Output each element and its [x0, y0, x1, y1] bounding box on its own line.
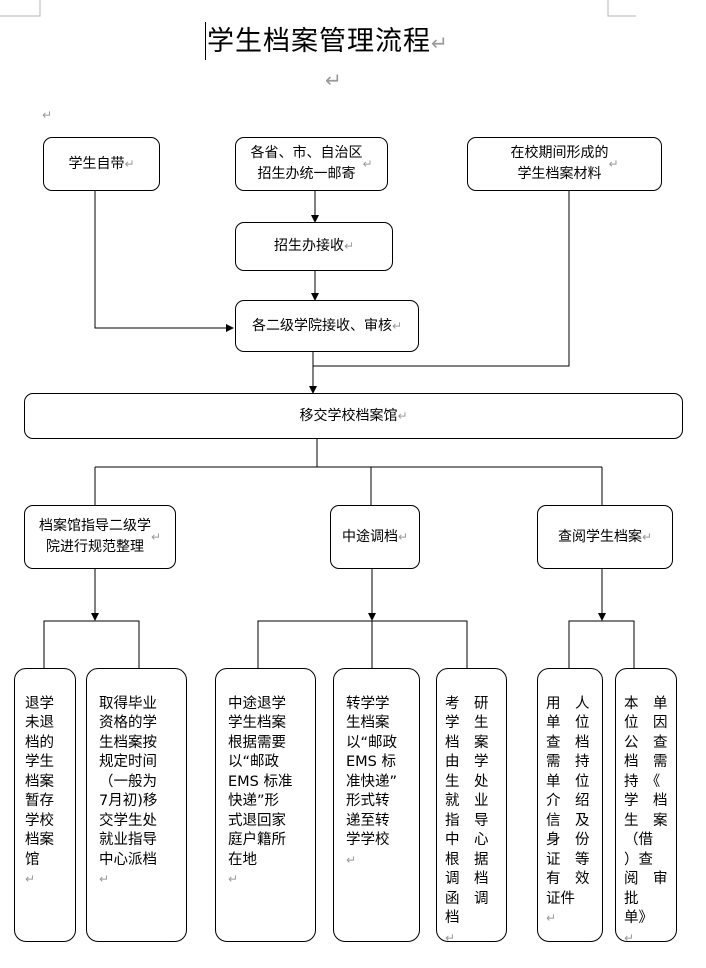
paragraph-mark: ↵ — [431, 31, 449, 55]
leaf-employer-consult-text: 用 人 单 位 查 档 需 持 单 位 介 绍 信 及 身 份 证 等 有 效 … — [546, 695, 590, 907]
leaf-midway-dropout[interactable]: 中途退学 学生档案 根据需要 以“邮政 EMS 标准 快递”形 式退回家 庭户籍… — [215, 668, 316, 942]
page-title[interactable]: 学生档案管理流程↵ — [207, 24, 449, 61]
midway-transfer-box[interactable]: 中途调档↵ — [330, 505, 420, 569]
paragraph-mark: ↵ — [99, 872, 110, 886]
school-materials-label: 在校期间形成的 学生档案材料 — [510, 145, 609, 182]
leaf-transfer-school-text: 转学学 生档案 以“邮政 EMS 标 准快递” 形式转 递至转 学学校 — [346, 695, 398, 849]
paragraph-mark: ↵ — [343, 239, 355, 253]
leaf-graduate-exam-text: 考 研 学 生 档 案 由 学 生 处 就 业 指 导 中 心 根 据 调 档 … — [445, 695, 489, 927]
paragraph-mark: ↵ — [124, 156, 135, 171]
archive-guidance-box[interactable]: 档案馆指导二级学 院进行规范整理↵ — [24, 505, 176, 569]
admissions-receive-box[interactable]: 招生办接收↵ — [235, 222, 393, 271]
paragraph-mark: ↵ — [641, 529, 653, 544]
paragraph-mark: ↵ — [150, 529, 162, 544]
paragraph-mark: ↵ — [25, 872, 36, 886]
archive-transfer-label: 移交学校档案馆 — [299, 407, 398, 424]
leaf-graduate-dispatch[interactable]: 取得毕业 资格的学 生档案按 规定时间 （一般为 7月初)移 交学生处 就业指导… — [86, 668, 187, 942]
leaf-employer-consult[interactable]: 用 人 单 位 查 档 需 持 单 位 介 绍 信 及 身 份 证 等 有 效 … — [537, 668, 603, 942]
archive-transfer-box[interactable]: 移交学校档案馆↵ — [24, 393, 683, 439]
paragraph-mark: ↵ — [362, 156, 373, 171]
consult-archive-box[interactable]: 查阅学生档案↵ — [537, 505, 673, 569]
paragraph-mark: ↵ — [42, 108, 53, 122]
paragraph-mark: ↵ — [228, 872, 239, 886]
leaf-dropout-archive-text: 退学 未退 档的 学生 档案 暂存 学校 档案 馆 — [25, 695, 54, 868]
self-carry-label: 学生自带 — [68, 155, 125, 172]
paragraph-mark: ↵ — [608, 156, 619, 171]
paragraph-mark: ↵ — [546, 911, 557, 925]
page-corner-mark-left — [0, 0, 41, 17]
admissions-receive-label: 招生办接收 — [273, 238, 344, 254]
leaf-internal-consult-text: 本 单 位 因 公 查 档 需 持 《 学 档 生 案 （借 ）查 阅 审 批 … — [624, 695, 668, 927]
leaf-dropout-archive[interactable]: 退学 未退 档的 学生 档案 暂存 学校 档案 馆 ↵ — [14, 668, 76, 942]
paragraph-mark: ↵ — [325, 68, 342, 92]
leaf-midway-dropout-text: 中途退学 学生档案 根据需要 以“邮政 EMS 标准 快递”形 式退回家 庭户籍… — [228, 695, 293, 868]
school-materials-box[interactable]: 在校期间形成的 学生档案材料↵ — [467, 137, 662, 191]
college-review-label: 各二级学院接收、审核 — [251, 317, 392, 334]
paragraph-mark: ↵ — [397, 529, 409, 544]
paragraph-mark: ↵ — [624, 930, 635, 945]
archive-guidance-label: 档案馆指导二级学 院进行规范整理 — [38, 518, 151, 555]
leaf-graduate-dispatch-text: 取得毕业 资格的学 生档案按 规定时间 （一般为 7月初)移 交学生处 就业指导… — [99, 695, 158, 868]
consult-archive-label: 查阅学生档案 — [557, 528, 642, 545]
leaf-transfer-school[interactable]: 转学学 生档案 以“邮政 EMS 标 准快递” 形式转 递至转 学学校 ↵ — [333, 668, 420, 942]
paragraph-mark: ↵ — [346, 852, 357, 867]
provincial-mail-label: 各省、市、自治区 招生办统一邮寄 — [250, 145, 363, 182]
page-corner-mark-right — [607, 0, 636, 17]
self-carry-box[interactable]: 学生自带↵ — [43, 137, 160, 191]
leaf-graduate-exam[interactable]: 考 研 学 生 档 案 由 学 生 处 就 业 指 导 中 心 根 据 调 档 … — [436, 668, 507, 945]
provincial-mail-box[interactable]: 各省、市、自治区 招生办统一邮寄↵ — [235, 137, 388, 191]
paragraph-mark: ↵ — [397, 408, 408, 423]
leaf-internal-consult[interactable]: 本 单 位 因 公 查 档 需 持 《 学 档 生 案 （借 ）查 阅 审 批 … — [615, 668, 677, 945]
paragraph-mark: ↵ — [445, 930, 456, 945]
midway-transfer-label: 中途调档 — [341, 528, 398, 545]
page-title-text: 学生档案管理流程 — [207, 26, 431, 57]
college-review-box[interactable]: 各二级学院接收、审核↵ — [235, 300, 419, 352]
paragraph-mark: ↵ — [391, 318, 403, 333]
text-cursor — [205, 22, 206, 60]
